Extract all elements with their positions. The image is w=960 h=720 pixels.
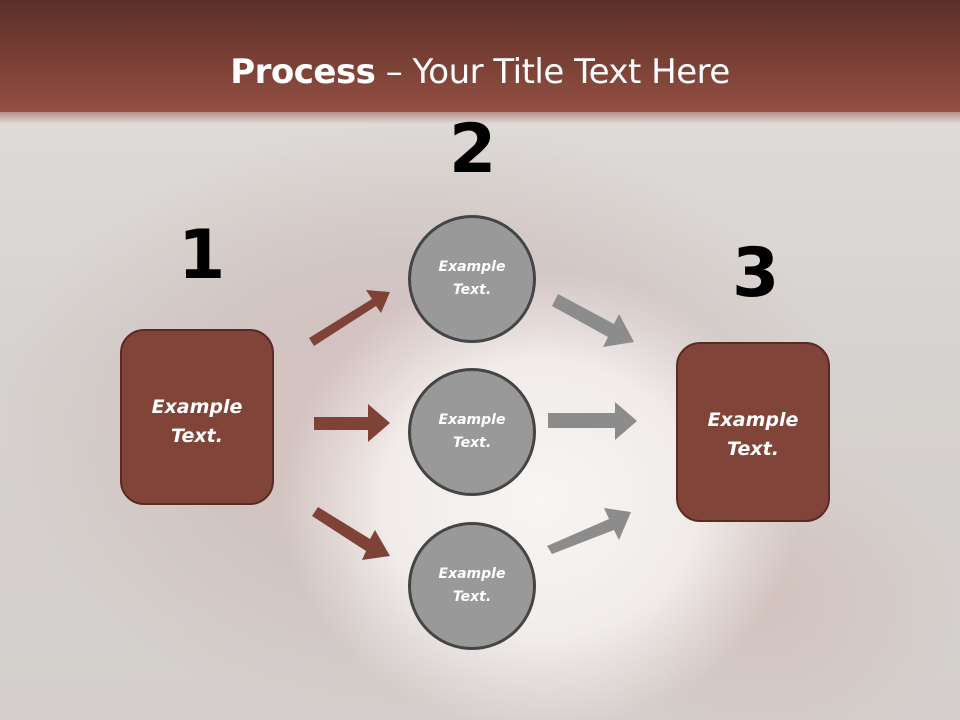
slide-title: Process – Your Title Text Here <box>0 52 960 92</box>
left-box-line2: Text. <box>171 425 223 447</box>
circle-top-line2: Text. <box>452 282 492 298</box>
left-box-line1: Example <box>151 396 243 418</box>
arrow-red-down-icon <box>312 507 390 560</box>
circle-top-line1: Example <box>438 259 506 275</box>
circle-top-text: Example Text. <box>411 256 533 302</box>
title-bold: Process <box>230 52 376 92</box>
circle-middle-line2: Text. <box>452 435 492 451</box>
title-rest: – Your Title Text Here <box>375 52 731 92</box>
circle-bottom-line1: Example <box>438 566 506 582</box>
circle-bottom-line2: Text. <box>452 589 492 605</box>
circle-step-top[interactable]: Example Text. <box>408 215 536 343</box>
circle-step-middle[interactable]: Example Text. <box>408 368 536 496</box>
arrow-red-right-icon <box>314 404 390 442</box>
step-number-1: 1 <box>178 216 226 295</box>
right-box-line1: Example <box>707 409 799 431</box>
circle-step-bottom[interactable]: Example Text. <box>408 522 536 650</box>
step-number-2: 2 <box>449 110 497 189</box>
arrow-gray-up-icon <box>547 508 631 554</box>
right-step-box[interactable]: Example Text. <box>676 342 830 522</box>
right-box-text: Example Text. <box>678 406 828 464</box>
left-step-box[interactable]: Example Text. <box>120 329 274 505</box>
arrow-gray-down-icon <box>552 294 634 347</box>
circle-middle-line1: Example <box>438 412 506 428</box>
step-number-3: 3 <box>732 234 780 313</box>
arrow-red-up-icon <box>309 290 390 346</box>
circle-bottom-text: Example Text. <box>411 563 533 609</box>
title-bar-fade <box>0 108 960 124</box>
circle-middle-text: Example Text. <box>411 409 533 455</box>
right-box-line2: Text. <box>727 438 779 460</box>
title-bar <box>0 0 960 112</box>
left-box-text: Example Text. <box>122 393 272 451</box>
arrow-gray-right-icon <box>548 402 637 440</box>
